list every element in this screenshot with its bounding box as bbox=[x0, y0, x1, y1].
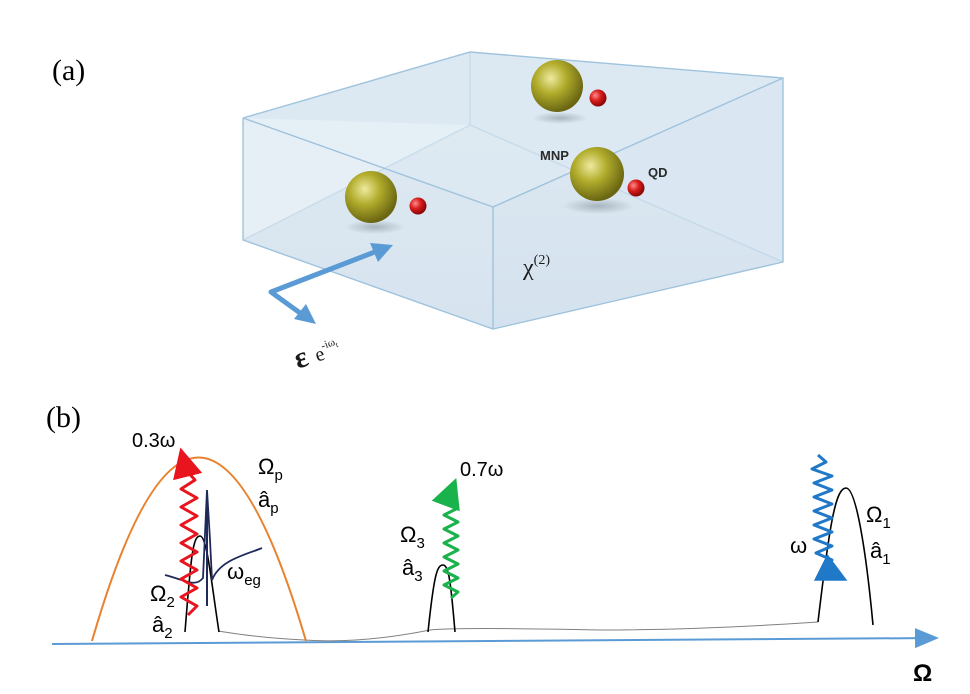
quantum-dot bbox=[409, 197, 427, 215]
a-3-subscript: 3 bbox=[414, 568, 422, 585]
omega-eg-label: ωeg bbox=[227, 559, 261, 589]
a-1-subscript: 1 bbox=[882, 551, 890, 568]
chi-label: χ(2) bbox=[522, 253, 550, 281]
field-arrows bbox=[268, 243, 393, 324]
omega-3-subscript: 3 bbox=[416, 535, 424, 552]
svg-text:Ω3: Ω3 bbox=[400, 522, 425, 552]
svg-text:â2: â2 bbox=[152, 612, 173, 642]
omega-eg-subscript: eg bbox=[244, 572, 261, 589]
metal-nanoparticle bbox=[570, 147, 624, 201]
metal-nanoparticle bbox=[531, 60, 583, 112]
field-exponent-sub: t bbox=[334, 340, 340, 349]
svg-text:Ω2: Ω2 bbox=[150, 581, 175, 611]
box-right-face bbox=[493, 78, 783, 329]
box-top-face bbox=[243, 52, 783, 207]
box-edges-outer bbox=[242, 51, 784, 330]
pump-envelope bbox=[91, 456, 307, 642]
omega-p-subscript: p bbox=[274, 467, 282, 484]
svg-text:Ω1: Ω1 bbox=[866, 502, 891, 532]
omega-eg-lineshape bbox=[164, 489, 263, 584]
crystal-box bbox=[242, 51, 784, 330]
green-wave-arrow bbox=[431, 477, 460, 600]
svg-text:ε e-iωt: ε e-iωt bbox=[289, 329, 344, 376]
field-label: ε e-iωt bbox=[289, 329, 344, 376]
field-arrow-head-down bbox=[294, 304, 316, 324]
sphere-shadow bbox=[345, 220, 405, 234]
pump-labels: Ωp âp bbox=[258, 454, 283, 517]
omega1-labels: Ω1 â1 bbox=[866, 502, 891, 568]
panel-a: (a) MNP Q bbox=[52, 51, 784, 376]
metal-nanoparticle bbox=[345, 171, 397, 223]
sphere-shadow bbox=[562, 198, 634, 214]
green-wave-frequency: 0.7ω bbox=[460, 459, 503, 481]
spectrum-baseline bbox=[217, 621, 819, 642]
blue-wave-arrow bbox=[810, 453, 848, 581]
a-3-symbol: â bbox=[402, 555, 415, 580]
omega-p-symbol: Ω bbox=[258, 454, 274, 479]
a-1-symbol: â bbox=[870, 538, 883, 563]
svg-text:âp: âp bbox=[258, 487, 279, 517]
svg-text:â1: â1 bbox=[870, 538, 891, 568]
frequency-axis bbox=[51, 628, 939, 649]
panel-b-label: (b) bbox=[46, 401, 81, 434]
particle-center: MNP QD bbox=[540, 147, 668, 214]
a-p-subscript: p bbox=[270, 500, 278, 517]
omega-3-symbol: Ω bbox=[400, 522, 416, 547]
omega2-labels: Ω2 â2 bbox=[150, 581, 175, 642]
box-edges-hidden bbox=[242, 124, 784, 263]
particle-top bbox=[531, 60, 607, 124]
particle-left bbox=[345, 171, 427, 234]
quantum-dot bbox=[627, 179, 645, 197]
a-2-symbol: â bbox=[152, 612, 165, 637]
blue-wave-frequency: ω bbox=[790, 533, 807, 558]
panel-b: (b) Ω 0.3ω 0.7ω ω Ωp bbox=[46, 401, 939, 687]
field-arrow-shaft bbox=[268, 245, 386, 321]
field-symbol: ε bbox=[289, 340, 313, 375]
omega-1-subscript: 1 bbox=[882, 515, 890, 532]
field-exponent: -iω bbox=[319, 336, 336, 352]
omega-2-symbol: Ω bbox=[150, 581, 166, 606]
omega2-peak bbox=[184, 535, 220, 633]
omega-1-symbol: Ω bbox=[866, 502, 882, 527]
svg-text:â3: â3 bbox=[402, 555, 423, 585]
red-wave-frequency: 0.3ω bbox=[132, 430, 175, 452]
sphere-shadow bbox=[532, 112, 588, 124]
a-2-subscript: 2 bbox=[164, 625, 172, 642]
chi-superscript: (2) bbox=[534, 253, 551, 268]
red-wave-arrow bbox=[173, 447, 203, 617]
frequency-axis-label: Ω bbox=[913, 660, 932, 687]
chi-symbol: χ bbox=[522, 255, 534, 281]
a-p-symbol: â bbox=[258, 487, 271, 512]
mnp-label: MNP bbox=[540, 148, 569, 163]
svg-text:Ωp: Ωp bbox=[258, 454, 283, 484]
qd-label: QD bbox=[648, 165, 668, 180]
field-arrow-head-up bbox=[370, 243, 393, 262]
svg-text:χ(2): χ(2) bbox=[522, 253, 550, 281]
panel-a-label: (a) bbox=[52, 54, 85, 87]
omega-2-subscript: 2 bbox=[166, 594, 174, 611]
omega-eg-symbol: ω bbox=[227, 559, 244, 584]
omega3-labels: Ω3 â3 bbox=[400, 522, 425, 585]
quantum-dot bbox=[589, 89, 607, 107]
